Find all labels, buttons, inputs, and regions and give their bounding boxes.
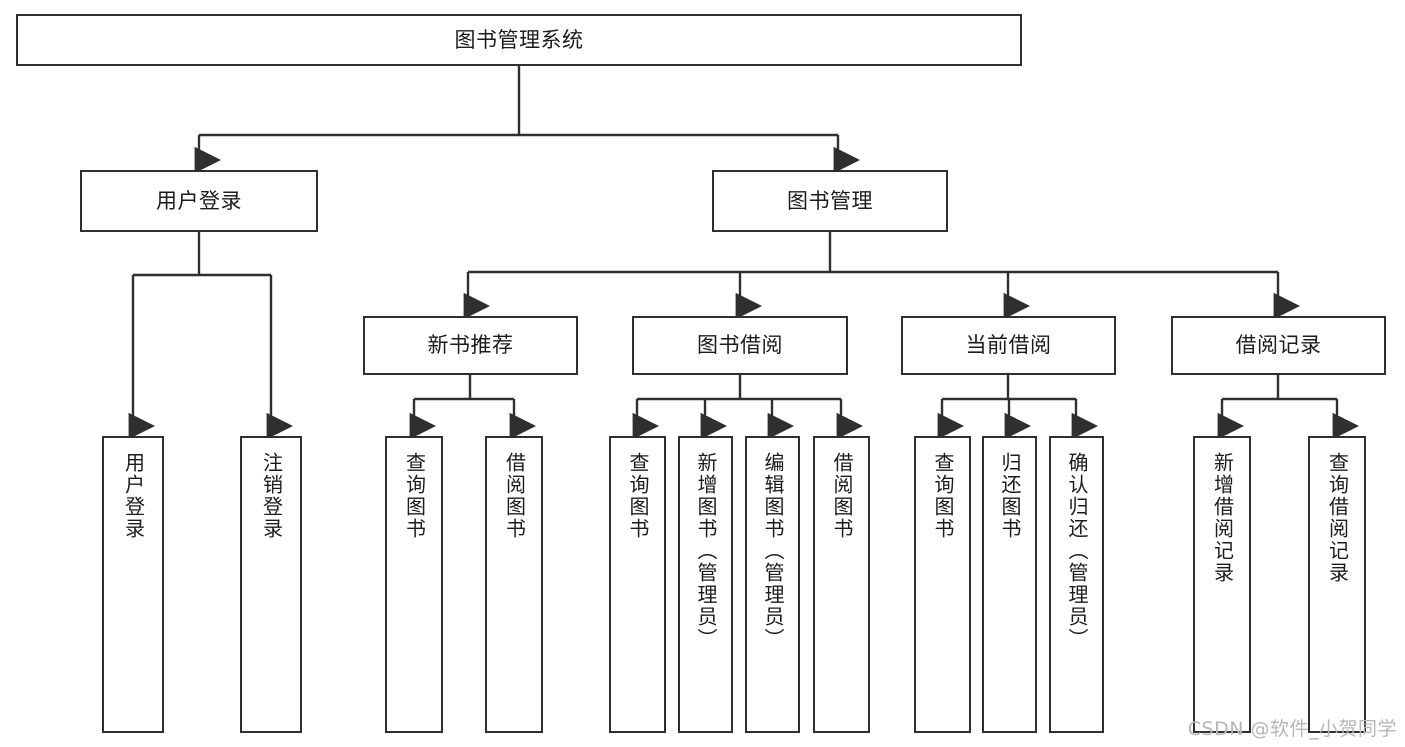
node-leaf-query-book-1[interactable]: 查询图书 xyxy=(385,436,443,733)
node-leaf-add-borrow-record[interactable]: 新增借阅记录 xyxy=(1193,436,1251,733)
node-leaf-query-borrow-record[interactable]: 查询借阅记录 xyxy=(1308,436,1366,733)
node-user-login-label: 用户登录 xyxy=(156,188,242,213)
node-leaf-add-book-admin[interactable]: 新增图书（管理员） xyxy=(678,436,733,733)
node-leaf-borrow-book-1-label: 借阅图书 xyxy=(502,452,527,540)
node-leaf-query-book-2-label: 查询图书 xyxy=(626,452,650,540)
node-book-borrow-label: 图书借阅 xyxy=(697,333,783,358)
node-book-management[interactable]: 图书管理 xyxy=(712,170,948,232)
node-current-borrow[interactable]: 当前借阅 xyxy=(901,316,1116,375)
node-leaf-add-borrow-record-label: 新增借阅记录 xyxy=(1210,452,1235,584)
node-root-label: 图书管理系统 xyxy=(454,27,584,52)
node-leaf-borrow-book-2-label: 借阅图书 xyxy=(830,452,854,540)
node-leaf-user-login-label: 用户登录 xyxy=(121,452,146,540)
node-borrow-record-label: 借阅记录 xyxy=(1235,333,1322,358)
node-leaf-edit-book-admin[interactable]: 编辑图书（管理员） xyxy=(745,436,800,733)
node-current-borrow-label: 当前借阅 xyxy=(965,333,1052,358)
node-new-book-recommend[interactable]: 新书推荐 xyxy=(363,316,578,375)
watermark-text: CSDN @软件_小贺同学 xyxy=(1187,718,1397,740)
node-book-borrow[interactable]: 图书借阅 xyxy=(632,316,848,375)
node-leaf-query-book-3[interactable]: 查询图书 xyxy=(914,436,971,733)
node-leaf-logout-login-label: 注销登录 xyxy=(259,452,284,540)
node-leaf-borrow-book-2[interactable]: 借阅图书 xyxy=(813,436,870,733)
node-leaf-query-book-1-label: 查询图书 xyxy=(402,452,427,540)
node-leaf-confirm-return-admin-label: 确认归还（管理员） xyxy=(1065,452,1089,650)
node-root[interactable]: 图书管理系统 xyxy=(16,14,1022,66)
node-leaf-logout-login[interactable]: 注销登录 xyxy=(240,436,302,733)
node-leaf-query-book-2[interactable]: 查询图书 xyxy=(609,436,666,733)
node-borrow-record[interactable]: 借阅记录 xyxy=(1171,316,1386,375)
node-leaf-borrow-book-1[interactable]: 借阅图书 xyxy=(485,436,543,733)
node-leaf-confirm-return-admin[interactable]: 确认归还（管理员） xyxy=(1049,436,1104,733)
node-leaf-edit-book-admin-label: 编辑图书（管理员） xyxy=(761,452,785,650)
node-new-book-recommend-label: 新书推荐 xyxy=(427,333,514,358)
node-user-login[interactable]: 用户登录 xyxy=(80,170,318,232)
node-leaf-return-book[interactable]: 归还图书 xyxy=(982,436,1037,733)
node-leaf-add-book-admin-label: 新增图书（管理员） xyxy=(694,452,718,650)
node-leaf-user-login[interactable]: 用户登录 xyxy=(102,436,164,733)
node-leaf-query-borrow-record-label: 查询借阅记录 xyxy=(1325,452,1350,584)
node-leaf-query-book-3-label: 查询图书 xyxy=(931,452,955,540)
node-leaf-return-book-label: 归还图书 xyxy=(998,452,1022,540)
node-book-management-label: 图书管理 xyxy=(787,188,873,213)
